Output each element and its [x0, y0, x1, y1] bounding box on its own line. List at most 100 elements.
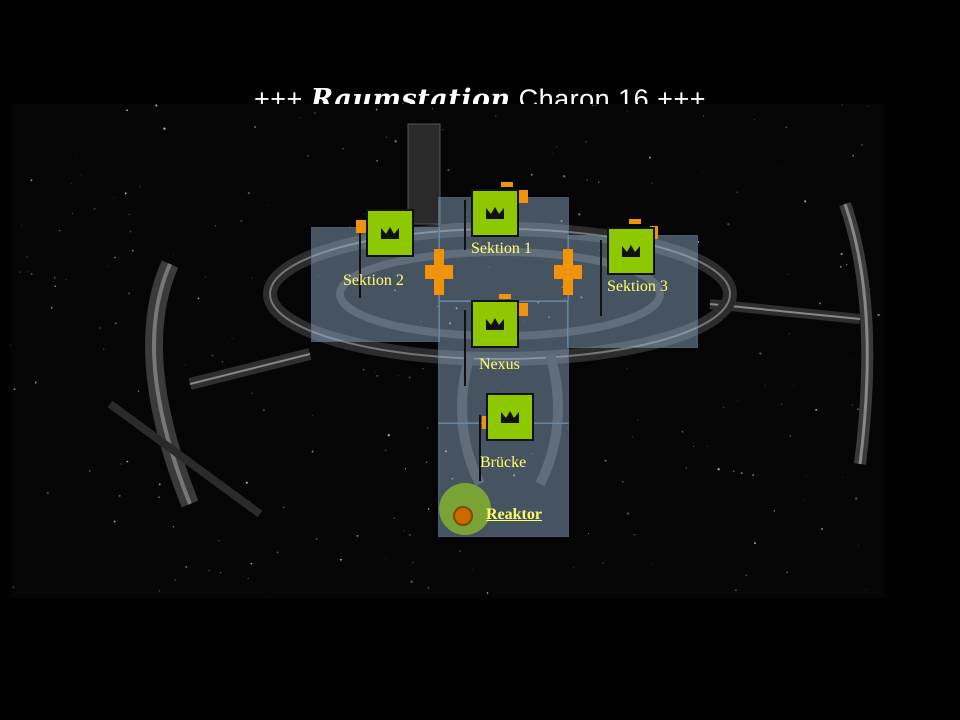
- star: [231, 337, 233, 339]
- star: [740, 472, 743, 475]
- star: [466, 214, 468, 215]
- star: [19, 271, 22, 274]
- flagpole: [464, 200, 466, 250]
- star: [626, 110, 628, 112]
- star: [488, 266, 490, 268]
- star: [172, 253, 174, 255]
- star: [785, 126, 788, 129]
- star: [530, 452, 533, 455]
- cross-connector-icon[interactable]: [554, 249, 582, 295]
- flag-nexus[interactable]: [471, 300, 519, 348]
- star: [158, 496, 160, 499]
- label-bruecke[interactable]: Brücke: [480, 454, 527, 471]
- star: [451, 477, 454, 480]
- flag-sektion-1[interactable]: [471, 189, 519, 237]
- star: [448, 322, 452, 325]
- star: [602, 562, 604, 564]
- star: [530, 173, 533, 176]
- flagpole: [464, 310, 466, 386]
- star: [855, 497, 858, 500]
- star: [792, 384, 794, 386]
- star: [736, 191, 738, 193]
- star: [587, 533, 589, 535]
- label-sektion-3[interactable]: Sektion 3: [607, 278, 668, 295]
- star: [727, 223, 730, 226]
- star: [247, 577, 249, 580]
- star: [251, 392, 253, 394]
- star: [420, 321, 422, 323]
- flag-sektion-2[interactable]: [366, 209, 414, 257]
- star: [512, 474, 516, 477]
- star: [50, 306, 53, 309]
- star: [852, 155, 854, 157]
- label-sektion-2[interactable]: Sektion 2: [343, 272, 404, 289]
- star: [552, 152, 554, 154]
- star: [131, 249, 134, 252]
- star: [585, 535, 587, 537]
- star: [250, 562, 253, 565]
- star: [842, 477, 843, 478]
- star: [126, 460, 129, 463]
- star: [77, 538, 78, 540]
- star: [846, 263, 848, 266]
- star: [342, 147, 344, 150]
- star: [71, 213, 73, 215]
- star: [578, 213, 581, 216]
- star: [120, 462, 123, 465]
- star: [393, 517, 396, 519]
- star: [124, 192, 127, 195]
- star: [311, 415, 313, 416]
- star: [172, 525, 175, 528]
- star: [245, 481, 248, 484]
- star: [315, 537, 318, 540]
- star: [397, 375, 399, 376]
- star: [522, 321, 524, 323]
- star: [10, 343, 11, 346]
- star: [54, 285, 57, 288]
- star: [685, 466, 688, 469]
- star: [860, 143, 863, 147]
- star: [840, 252, 843, 256]
- star: [208, 570, 210, 572]
- flag-sektion-3[interactable]: [607, 227, 655, 275]
- star: [786, 571, 788, 573]
- star: [427, 586, 430, 589]
- star: [129, 230, 132, 233]
- star: [220, 572, 222, 574]
- star: [243, 576, 244, 577]
- label-nexus[interactable]: Nexus: [479, 356, 520, 373]
- star: [218, 540, 220, 542]
- star: [306, 154, 309, 157]
- star: [128, 213, 130, 216]
- star: [472, 569, 473, 571]
- star: [850, 357, 851, 359]
- label-sektion-1[interactable]: Sektion 1: [471, 240, 532, 257]
- star: [563, 175, 566, 178]
- crown-icon: [381, 227, 399, 239]
- star: [604, 459, 607, 462]
- star: [408, 534, 411, 536]
- station-silhouette: [107, 123, 874, 518]
- star: [404, 468, 406, 470]
- star: [374, 371, 376, 373]
- star: [560, 220, 563, 223]
- star: [54, 277, 56, 279]
- reactor-link[interactable]: Reaktor: [486, 506, 542, 523]
- star: [737, 400, 739, 402]
- star: [455, 307, 458, 310]
- flag-tab: [517, 303, 528, 316]
- star: [722, 406, 725, 409]
- star: [88, 469, 91, 472]
- cross-connector-icon[interactable]: [425, 249, 453, 295]
- star: [103, 348, 105, 350]
- star: [537, 301, 540, 304]
- flag-bruecke[interactable]: [486, 393, 534, 441]
- star: [561, 286, 563, 288]
- star: [394, 140, 397, 143]
- star: [851, 404, 854, 406]
- star: [426, 461, 428, 463]
- reactor-orb-icon[interactable]: [453, 506, 473, 526]
- star: [626, 512, 630, 515]
- star: [702, 171, 703, 172]
- star: [71, 183, 73, 185]
